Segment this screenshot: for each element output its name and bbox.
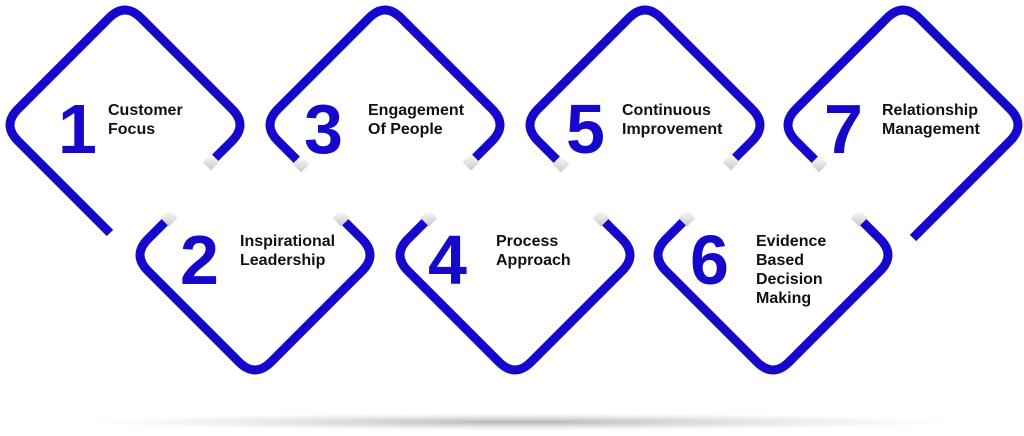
label-line: Management — [882, 121, 980, 138]
diamond-frame-top-3 — [525, 5, 765, 164]
principle-7-label: Relationship Management — [882, 101, 980, 139]
connector-tab — [810, 155, 828, 173]
diamond-frame-top-1 — [5, 5, 245, 237]
connector-tab — [678, 209, 696, 227]
label-line: Engagement — [368, 102, 465, 119]
principle-1-number: 1 — [58, 90, 97, 168]
label-line: Approach — [496, 252, 571, 269]
principle-5-number: 5 — [566, 90, 605, 168]
connector-tab — [722, 153, 740, 171]
principle-3-label: Engagement Of People — [368, 101, 464, 139]
connector-tab — [332, 209, 350, 227]
label-line: Decision — [756, 271, 823, 288]
label-line: Customer — [108, 102, 183, 119]
label-line: Inspirational — [240, 233, 336, 250]
principle-2-label: Inspirational Leadership — [240, 232, 335, 270]
principle-4-label: Process Approach — [496, 232, 571, 270]
label-line: Of People — [368, 121, 443, 138]
connector-tab — [420, 209, 438, 227]
floor-shadow — [80, 413, 960, 431]
connector-tab — [292, 155, 310, 173]
diamond-frame-bottom-3 — [653, 218, 893, 375]
principle-6-label: Evidence Based Decision Making — [756, 232, 826, 308]
connector-tab — [160, 209, 178, 227]
label-line: Continuous — [622, 102, 711, 119]
diamond-frame-bottom-2 — [395, 218, 635, 375]
label-line: Focus — [108, 121, 156, 138]
principle-2-number: 2 — [180, 221, 219, 299]
label-line: Based — [756, 252, 805, 269]
diamond-frame-top-2 — [265, 5, 505, 164]
principle-4-number: 4 — [428, 221, 467, 299]
principle-5-label: Continuous Improvement — [622, 101, 722, 139]
principle-1-label: Customer Focus — [108, 101, 183, 139]
principle-7-number: 7 — [824, 90, 863, 168]
principle-3-number: 3 — [304, 90, 343, 168]
label-line: Relationship — [882, 102, 979, 119]
label-line: Leadership — [240, 252, 326, 269]
connector-tab — [552, 155, 570, 173]
principle-6-number: 6 — [690, 221, 729, 299]
connector-tab — [850, 209, 868, 227]
connector-tab — [592, 209, 610, 227]
diamond-frame-bottom-1 — [135, 218, 375, 375]
diamond-frame-top-4 — [783, 5, 1023, 242]
label-line: Process — [496, 233, 559, 250]
label-line: Evidence — [756, 233, 827, 250]
connector-tab — [202, 153, 220, 171]
label-line: Improvement — [622, 121, 723, 138]
label-line: Making — [756, 290, 812, 307]
connector-tab — [462, 153, 480, 171]
